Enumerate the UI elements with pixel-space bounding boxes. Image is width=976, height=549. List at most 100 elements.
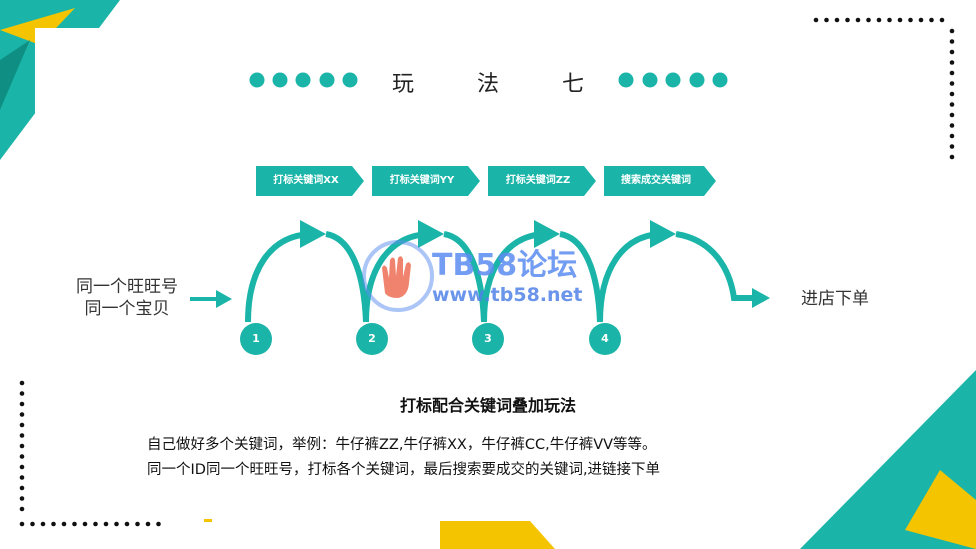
content-panel <box>35 28 940 520</box>
corner-shape-yellow-tl <box>0 8 75 45</box>
entry-arrow-head <box>216 290 232 308</box>
title-dots-right <box>618 72 728 88</box>
description-line-1: 自己做好多个关键词，举例：牛仔裤ZZ,牛仔裤XX，牛仔裤CC,牛仔裤VV等等。 <box>147 437 657 453</box>
border-dot <box>949 81 955 86</box>
arc-3-rise <box>481 231 545 323</box>
border-dot <box>949 28 955 34</box>
title-dot <box>618 72 634 88</box>
border-dot <box>19 454 25 459</box>
border-dot <box>19 475 25 480</box>
border-dot <box>72 521 77 527</box>
border-dot <box>30 521 35 527</box>
step-number-2: 2 <box>368 332 376 345</box>
title-dot <box>642 72 658 88</box>
title-dot <box>295 72 311 88</box>
corner-shape-dark-tl <box>0 40 30 110</box>
step-number-3: 3 <box>484 332 492 345</box>
border-dot <box>949 112 955 118</box>
border-dot <box>93 521 98 527</box>
dotted-border-top-right <box>813 17 955 160</box>
border-dot <box>19 443 25 449</box>
border-dot <box>949 60 955 65</box>
dotted-border-bottom-left <box>19 380 161 527</box>
title-decoration <box>249 72 728 88</box>
border-dot <box>51 521 56 527</box>
border-dot <box>19 433 25 438</box>
border-dot <box>949 39 955 44</box>
title-dot <box>272 72 288 88</box>
border-dot <box>813 17 819 23</box>
border-dot <box>135 521 140 527</box>
description-line-2: 同一个ID同一个旺旺号，打标各个关键词，最后搜索要成交的关键词,进链接下单 <box>147 462 661 478</box>
title-dot <box>342 72 358 88</box>
step-label-2: 打标关键词YY <box>389 175 455 186</box>
border-dot <box>855 17 861 23</box>
border-dot <box>887 17 892 23</box>
border-dot <box>19 521 25 527</box>
step-banner-4 <box>604 166 716 196</box>
step-circle-4 <box>589 323 621 355</box>
corner-shape-yellow-br <box>905 470 976 549</box>
left-text-line-1: 同一个旺旺号 <box>76 277 178 297</box>
border-dot <box>949 123 955 128</box>
border-dot <box>145 521 151 527</box>
border-dot <box>949 70 955 76</box>
page-title: 玩 法 七 <box>392 72 612 97</box>
exit-arrow-head <box>752 288 770 308</box>
arc-4-rise <box>597 231 661 323</box>
step-label-4: 搜索成交关键词 <box>621 175 691 186</box>
border-dot <box>124 521 130 527</box>
step-banner-3 <box>488 166 596 196</box>
arc-1-rise <box>245 231 311 323</box>
title-dot <box>689 72 705 88</box>
border-dot <box>19 380 25 386</box>
arc-3-arrowhead <box>534 220 560 248</box>
arc-1-arrowhead <box>300 220 326 248</box>
border-dot <box>19 506 25 512</box>
border-dot <box>908 17 913 23</box>
border-dot <box>897 17 903 23</box>
border-dot <box>939 17 945 23</box>
watermark-brand: TB58论坛 <box>432 248 578 283</box>
border-dot <box>82 521 88 527</box>
step-banner-1 <box>256 166 364 196</box>
border-dot <box>40 521 46 527</box>
bottom-yellow-shape <box>440 521 555 549</box>
border-dot <box>19 485 25 491</box>
border-dot <box>19 464 25 470</box>
step-number-4: 4 <box>601 332 609 345</box>
border-dot <box>845 17 850 23</box>
step-label-1: 打标关键词XX <box>273 175 339 186</box>
border-dot <box>949 144 955 149</box>
title-dot <box>712 72 728 88</box>
left-text-block: 同一个旺旺号 同一个宝贝 <box>62 276 192 320</box>
border-dot <box>61 521 67 527</box>
title-dot <box>319 72 335 88</box>
border-dot <box>19 422 25 428</box>
watermark-url: www.tb58.net <box>432 284 583 306</box>
border-dot <box>19 412 25 417</box>
border-dot <box>19 496 25 501</box>
right-text: 进店下单 <box>801 289 869 309</box>
arc-2-arrowhead <box>418 220 444 248</box>
border-dot <box>949 102 955 107</box>
border-dot <box>824 17 829 23</box>
step-number-1: 1 <box>252 332 260 345</box>
arc-4-arrowhead <box>650 220 676 248</box>
diagram-subtitle: 打标配合关键词叠加玩法 <box>399 396 576 415</box>
border-dot <box>19 401 25 407</box>
border-dot <box>866 17 871 23</box>
title-dot <box>249 72 265 88</box>
border-dot <box>114 521 119 527</box>
border-dot <box>949 133 955 139</box>
border-dot <box>19 391 25 396</box>
border-dot <box>929 17 934 23</box>
border-dot <box>949 154 955 160</box>
step-label-3: 打标关键词ZZ <box>505 175 571 186</box>
border-dot <box>949 49 955 55</box>
border-dot <box>876 17 882 23</box>
